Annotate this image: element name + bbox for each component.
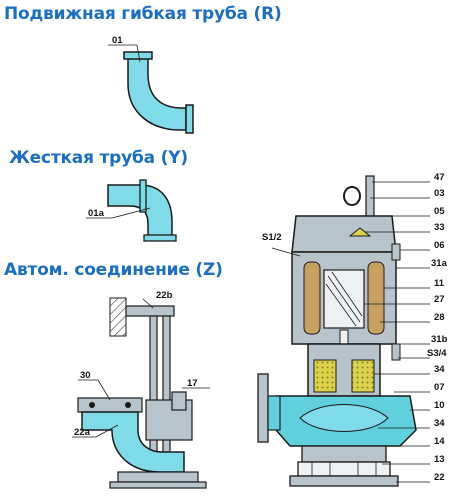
part-label: 33 xyxy=(434,222,445,233)
part-label: 34 xyxy=(434,418,445,429)
part-label: S1/2 xyxy=(262,232,282,243)
part-label: 31a xyxy=(431,258,448,269)
part-label: 27 xyxy=(434,294,445,305)
right-part-labels: 47 03 05 33 06 31a 11 27 28 31b S3/4 34 … xyxy=(427,172,448,483)
part-label: 03 xyxy=(434,188,445,199)
part-label: 31b xyxy=(431,334,448,345)
part-label: 34 xyxy=(434,364,445,375)
part-label: 22 xyxy=(434,472,445,483)
part-label: 11 xyxy=(434,278,445,289)
pump-cross-section xyxy=(257,175,417,487)
part-label: 06 xyxy=(434,240,445,251)
flexible-pipe-elbow xyxy=(123,51,194,134)
auto-coupling-assembly xyxy=(77,297,207,489)
part-label: 28 xyxy=(434,312,445,323)
part-label: 05 xyxy=(434,206,445,217)
rigid-pipe-elbow xyxy=(107,179,177,242)
part-label: 01 xyxy=(112,35,123,46)
part-label: 07 xyxy=(434,382,445,393)
part-label: 17 xyxy=(187,378,198,389)
leader-lines xyxy=(364,181,430,483)
auto-coupling-heading: Автом. соединение (Z) xyxy=(4,260,223,280)
part-label: 22b xyxy=(156,290,173,301)
part-label: 47 xyxy=(434,172,445,183)
part-label: 01a xyxy=(88,208,105,219)
part-label: 22a xyxy=(74,427,91,438)
part-label: 14 xyxy=(434,436,445,447)
part-label: 30 xyxy=(80,370,91,381)
part-label: S3/4 xyxy=(427,348,447,359)
part-label: 10 xyxy=(434,400,445,411)
rigid-pipe-heading: Жесткая труба (Y) xyxy=(9,148,188,168)
flexible-pipe-heading: Подвижная гибкая труба (R) xyxy=(4,4,282,24)
part-label: 13 xyxy=(434,454,445,465)
